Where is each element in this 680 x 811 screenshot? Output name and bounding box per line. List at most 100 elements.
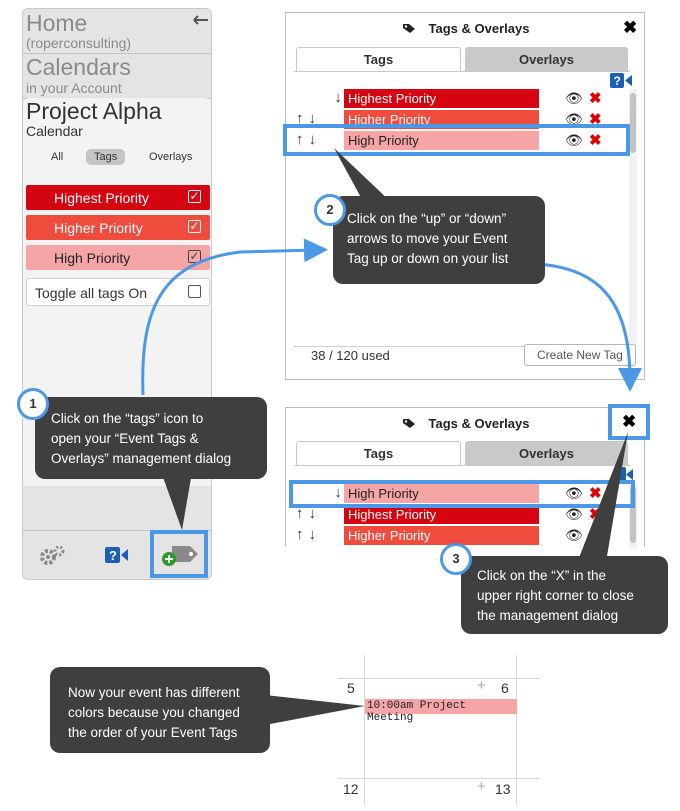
tab-all[interactable]: All [51, 151, 64, 163]
tag-icon [403, 419, 415, 428]
delete-icon[interactable]: ✖ [589, 90, 602, 107]
move-arrows[interactable]: ↓ [316, 89, 347, 106]
row-highlight [289, 480, 635, 508]
tag-row-highest[interactable]: Highest Priority [344, 505, 539, 524]
callout-line: the order of your Event Tags [68, 725, 238, 740]
event-project-meeting[interactable]: 10:00am Project Meeting [365, 699, 517, 724]
move-arrows[interactable]: ↑↓ [296, 505, 321, 522]
day-number[interactable]: 5 [347, 680, 355, 696]
help-video-icon[interactable]: ? [610, 72, 634, 89]
help-video-icon[interactable]: ? [105, 546, 129, 564]
divider [294, 346, 629, 347]
move-arrows[interactable]: ↑↓ [296, 526, 321, 543]
checkbox-icon[interactable]: ✓ [188, 249, 201, 263]
tag-row-highest[interactable]: Highest Priority [344, 89, 539, 108]
tab-overlays[interactable]: Overlays [149, 151, 193, 163]
tab-tags[interactable]: Tags [86, 149, 126, 165]
add-event-icon[interactable]: + [477, 677, 486, 694]
callout-step-1: Click on the “tags” icon to open your “E… [35, 397, 267, 479]
side-tag-label: High Priority [54, 250, 131, 266]
move-arrows[interactable]: ↑↓ [296, 110, 321, 127]
scrollbar[interactable] [629, 483, 637, 548]
checkbox-icon[interactable]: ✓ [188, 219, 201, 233]
tag-row-high[interactable]: High Priority [344, 131, 539, 150]
callout-pointer [575, 432, 628, 568]
callout-step-2: Click on the “up” or “down” arrows to mo… [333, 196, 545, 284]
eye-icon[interactable]: 👁 [565, 485, 583, 501]
side-tag-highest[interactable]: Highest Priority ✓ [26, 185, 210, 210]
close-icon[interactable]: ✖ [622, 412, 637, 431]
cal-gridline [338, 778, 540, 779]
move-arrows[interactable]: ↑↓ [296, 131, 321, 148]
move-arrows[interactable]: ↓ [316, 484, 347, 501]
close-icon[interactable]: ✖ [623, 18, 638, 37]
tag-row-label: Highest Priority [348, 507, 437, 522]
eye-icon[interactable]: 👁 [565, 527, 583, 543]
create-new-tag-button[interactable]: Create New Tag [524, 344, 636, 366]
nav-project-title: Project Alpha [26, 98, 162, 124]
close-highlight [608, 404, 650, 440]
day-number[interactable]: 13 [495, 781, 511, 797]
callout-pointer [265, 695, 365, 725]
tags-used-count: 38 / 120 used [311, 348, 390, 363]
callout-line: arrows to move your Event [347, 231, 508, 246]
callout-line: Click on the “up” or “down” [347, 211, 507, 226]
nav-home-title: Home [26, 10, 88, 36]
delete-icon[interactable]: ✖ [589, 132, 602, 149]
side-tag-label: Highest Priority [54, 190, 149, 206]
eye-icon[interactable]: 👁 [565, 90, 583, 106]
scrollbar[interactable] [629, 89, 637, 347]
scroll-thumb[interactable] [630, 93, 636, 153]
nav-home[interactable]: Home (roperconsulting) [23, 9, 211, 54]
tag-row-label: Higher Priority [348, 112, 431, 127]
dialog-title: Tags & Overlays [428, 416, 530, 431]
callout-line: Tag up or down on your list [347, 251, 509, 266]
nav-home-subtitle: (roperconsulting) [26, 35, 132, 51]
sidebar-footer: ? [23, 530, 211, 579]
eye-icon[interactable]: 👁 [565, 506, 583, 522]
nav-calendars-title: Calendars [26, 54, 131, 80]
toggle-checkbox[interactable] [188, 285, 201, 298]
side-tag-higher[interactable]: Higher Priority ✓ [26, 215, 210, 240]
delete-icon[interactable]: ✖ [589, 485, 602, 502]
callout-result: Now your event has different colors beca… [50, 667, 270, 753]
tag-row-label: High Priority [348, 486, 419, 501]
checkbox-icon[interactable]: ✓ [188, 189, 201, 203]
gears-icon[interactable] [39, 545, 65, 567]
nav-project[interactable]: Project Alpha Calendar All Tags Overlays [23, 98, 211, 178]
day-number[interactable]: 12 [343, 781, 359, 797]
nav-project-subtitle: Calendar [26, 123, 83, 139]
callout-line: Click on the “tags” icon to [51, 411, 204, 426]
tag-row-label: High Priority [348, 133, 419, 148]
tag-row-higher[interactable]: Higher Priority [344, 526, 539, 545]
tab-tags[interactable]: Tags [296, 47, 461, 71]
eye-icon[interactable]: 👁 [565, 111, 583, 127]
tab-tags[interactable]: Tags [296, 441, 461, 465]
tab-overlays[interactable]: Overlays [465, 47, 628, 71]
tags-icon-highlight [150, 530, 208, 578]
tag-row-label: Higher Priority [348, 528, 431, 543]
callout-line: Overlays” management dialog [51, 451, 232, 466]
calendar-snippet: 5 + 6 10:00am Project Meeting 12 + 13 [338, 655, 540, 805]
tab-overlays[interactable]: Overlays [465, 441, 628, 465]
callout-line: open your “Event Tags & [51, 431, 199, 446]
eye-icon[interactable]: 👁 [565, 132, 583, 148]
add-tag-icon[interactable] [160, 540, 200, 568]
day-number[interactable]: 6 [501, 680, 509, 696]
tag-icon [403, 24, 415, 33]
step-number: 1 [17, 388, 49, 420]
side-tag-high[interactable]: High Priority ✓ [26, 245, 210, 270]
back-arrow-icon[interactable] [193, 15, 209, 25]
delete-icon[interactable]: ✖ [589, 111, 602, 128]
dialog-tab-bar: Tags Overlays [294, 47, 630, 72]
tag-row-high[interactable]: High Priority [344, 484, 539, 503]
tags-overlays-dialog-after: Tags & Overlays Tags Overlays ↓ High Pri… [285, 407, 645, 548]
svg-text:?: ? [109, 548, 117, 563]
toggle-all-label: Toggle all tags On [35, 285, 148, 301]
add-event-icon[interactable]: + [477, 778, 486, 795]
scroll-thumb[interactable] [630, 487, 636, 543]
callout-line: the management dialog [477, 608, 619, 623]
callout-line: Click on the “X” in the [477, 568, 607, 583]
nav-calendars-subtitle: in your Account [26, 80, 122, 96]
toggle-all-tags[interactable]: Toggle all tags On [26, 278, 210, 306]
